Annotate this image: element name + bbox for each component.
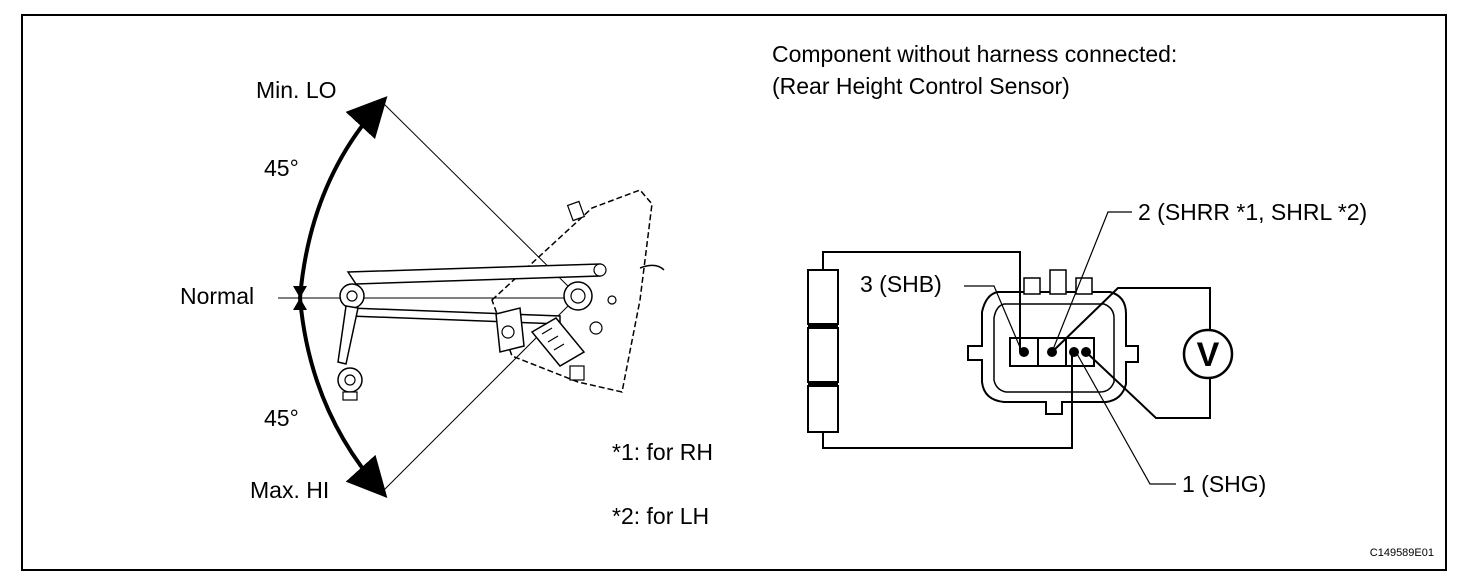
figure-code: C149589E01 <box>1370 547 1434 559</box>
rod-end-nut <box>342 391 358 401</box>
rod-end-lower <box>337 367 363 393</box>
normal-label: Normal <box>180 283 254 309</box>
voltmeter-label: V <box>1197 336 1220 374</box>
wire-battery-to-pin1 <box>822 352 1073 449</box>
normal-arrow-down <box>293 298 307 310</box>
rod-end-lower-hole <box>344 374 356 386</box>
pin1-label: 1 (SHG) <box>1182 471 1266 497</box>
pin2-leader <box>1051 211 1132 353</box>
connecting-rod <box>337 305 359 365</box>
sensor-tab-bottom <box>569 365 585 381</box>
lower-angle-label: 45° <box>264 405 299 431</box>
sensor-connector <box>530 317 586 367</box>
bolt-upper <box>593 263 607 277</box>
wire-battery-to-pin3 <box>822 251 1021 352</box>
connector-latch-mid <box>1049 269 1067 295</box>
sensor-connector-detail <box>541 327 565 351</box>
min-lo-line <box>381 101 579 297</box>
normal-arrow-up <box>293 286 307 298</box>
connector-diagram: Component without harness connected: (Re… <box>772 41 1367 497</box>
upper-angle-label: 45° <box>264 155 299 181</box>
pin1-leader <box>1075 351 1176 485</box>
pivot-outer <box>563 281 593 311</box>
connector-housing-inner <box>993 303 1115 393</box>
pin3-label: 3 (SHB) <box>860 271 942 297</box>
sensor-linkage-diagram: Min. LO 45° Normal 45° Max. HI <box>180 77 665 503</box>
sensor-wire <box>639 264 665 271</box>
note-rh: *1: for RH <box>612 439 713 465</box>
rotation-arc-lower <box>298 297 388 498</box>
rod-end-upper-hole <box>346 290 358 302</box>
battery-cell-1 <box>807 269 839 325</box>
wire-pin2-to-meter <box>1051 287 1211 353</box>
bolt-right <box>607 295 617 305</box>
rod-end-upper <box>339 283 365 309</box>
pivot-inner <box>570 288 586 304</box>
link-arm <box>346 263 601 325</box>
figure-border <box>21 14 1447 571</box>
component-header-line2: (Rear Height Control Sensor) <box>772 73 1070 99</box>
pin2-label: 2 (SHRR *1, SHRL *2) <box>1138 199 1367 225</box>
battery-cell-2 <box>807 327 839 383</box>
bracket-bolt <box>501 325 515 339</box>
voltmeter <box>1182 328 1234 380</box>
bolt-lower <box>589 321 603 335</box>
note-lh: *2: for LH <box>612 503 709 529</box>
connector-latch-left <box>1023 277 1041 295</box>
pin3-leader <box>964 285 1023 353</box>
sensor-body <box>491 189 653 393</box>
component-header-line1: Component without harness connected: <box>772 41 1177 67</box>
min-lo-label: Min. LO <box>256 77 337 103</box>
max-hi-label: Max. HI <box>250 477 329 503</box>
sensor-tab-top <box>566 200 586 222</box>
battery-cell-3 <box>807 385 839 433</box>
rotation-arc-upper <box>298 96 388 299</box>
wire-pin1-to-meter <box>1085 351 1211 419</box>
